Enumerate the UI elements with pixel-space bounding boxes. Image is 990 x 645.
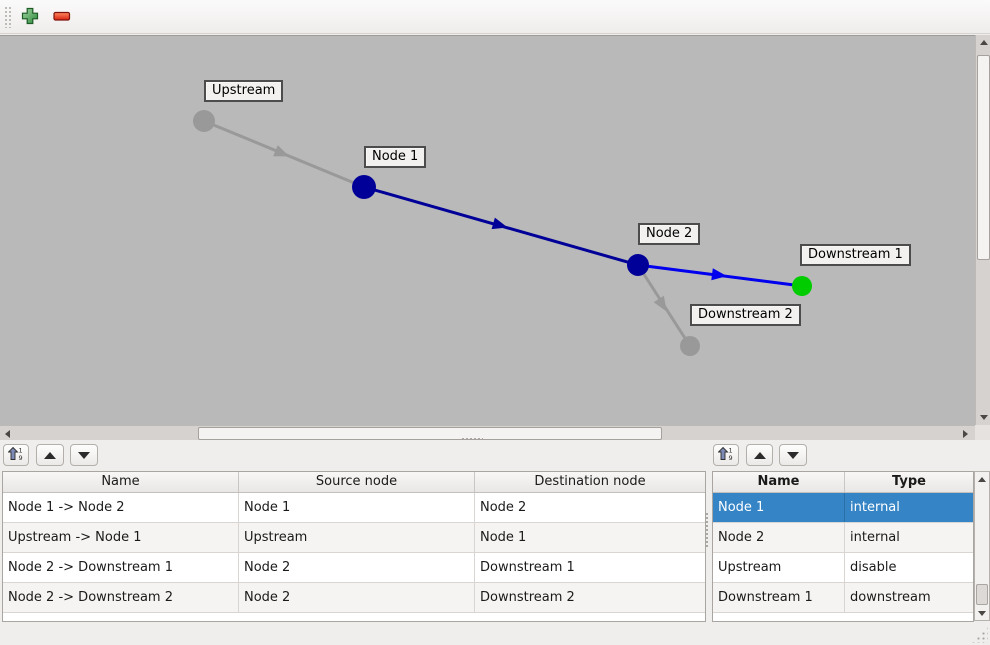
plus-icon [21,7,39,28]
down-arrow-icon [787,451,799,459]
up-arrow-icon [979,40,988,45]
edge-table-row[interactable]: Node 2 -> Downstream 1 Node 2 Downstream… [3,553,705,583]
table-scrollbar-thumb[interactable] [976,584,988,605]
remove-node-button[interactable] [50,6,74,29]
node-label-node1[interactable]: Node 1 [364,146,427,168]
node-table-row[interactable]: Upstream disable [713,553,973,583]
node-name-cell[interactable]: Downstream 1 [713,583,845,612]
svg-text:9: 9 [729,454,733,462]
node-type-cell[interactable]: internal [850,500,900,515]
scroll-up-button[interactable] [976,35,990,50]
scroll-left-button[interactable] [0,426,15,441]
scroll-up-button[interactable] [975,472,989,486]
empty-table-area [713,613,973,621]
add-node-button[interactable] [18,6,42,29]
up-arrow-icon [753,451,766,459]
horizontal-splitter-handle[interactable] [461,437,483,442]
arrowhead-icon [653,295,667,312]
edge-source-cell[interactable]: Node 1 [239,493,475,522]
node-label-node2[interactable]: Node 2 [638,223,701,245]
edge-destination-cell[interactable]: Downstream 1 [480,560,575,575]
empty-table-area [3,613,705,621]
edge-table-header: Name Source node Destination node [3,472,705,493]
vertical-scrollbar-thumb[interactable] [977,55,990,260]
sort-ascending-icon: 1 9 [7,446,24,465]
arrowhead-icon [491,217,508,230]
node-table-row[interactable]: Downstream 1 downstream [713,583,973,613]
node-upstream[interactable] [193,110,215,132]
edge-destination-cell[interactable]: Downstream 2 [480,590,575,605]
node-table-header: Name Type [713,472,973,493]
scroll-right-button[interactable] [958,426,973,441]
node-downstream2[interactable] [680,336,700,356]
node-label-downstream1[interactable]: Downstream 1 [800,244,911,266]
node-list-move-down-button[interactable] [779,444,807,466]
edge-list-sort-button[interactable]: 1 9 [3,444,29,466]
node-label-downstream2[interactable]: Downstream 2 [690,304,801,326]
node-name-cell[interactable]: Upstream [713,553,845,582]
node-name-cell[interactable]: Node 1 [713,493,845,522]
edge-list-move-down-button[interactable] [70,444,98,466]
scroll-down-button[interactable] [976,410,990,425]
minus-icon [53,10,71,25]
edge-table-row[interactable]: Upstream -> Node 1 Upstream Node 1 [3,523,705,553]
down-arrow-icon [78,451,90,459]
graph-canvas[interactable]: Upstream Node 1 Node 2 Downstream 1 Down… [0,35,975,425]
edge-table-row[interactable]: Node 1 -> Node 2 Node 1 Node 2 [3,493,705,523]
scroll-down-button[interactable] [975,606,989,620]
edge-source-cell[interactable]: Node 2 [239,553,475,582]
edge-destination-cell[interactable]: Node 2 [480,500,527,515]
edge-table-row[interactable]: Node 2 -> Downstream 2 Node 2 Downstream… [3,583,705,613]
edge-table: Name Source node Destination node Node 1… [2,471,706,622]
canvas-horizontal-scrollbar[interactable] [0,425,975,440]
edge-destination-cell[interactable]: Node 1 [480,530,527,545]
node-type-cell[interactable]: disable [850,560,897,575]
edge-name-cell[interactable]: Upstream -> Node 1 [3,523,239,552]
scrollbar-corner [975,425,990,440]
edge-name-cell[interactable]: Node 2 -> Downstream 1 [3,553,239,582]
window-resize-grip[interactable] [971,626,988,643]
edge-name-cell[interactable]: Node 1 -> Node 2 [3,493,239,522]
svg-text:1: 1 [729,446,733,454]
main-toolbar [0,0,990,34]
column-header-destination-node[interactable]: Destination node [534,474,646,489]
vertical-splitter-handle[interactable] [705,512,710,548]
arrowhead-icon [273,145,290,157]
node-list-move-up-button[interactable] [746,444,773,466]
node-table-scrollbar[interactable] [974,471,990,621]
up-arrow-icon [978,476,986,482]
svg-text:9: 9 [19,454,23,462]
node-label-upstream[interactable]: Upstream [204,80,284,102]
node-type-cell[interactable]: internal [850,530,900,545]
column-header-type[interactable]: Type [892,474,926,489]
node-node2[interactable] [627,254,649,276]
up-arrow-icon [44,451,56,459]
node-node1[interactable] [352,175,376,199]
sort-ascending-icon: 1 9 [717,446,734,465]
down-arrow-icon [978,610,986,616]
node-table-row-selected[interactable]: Node 1 internal [713,493,973,523]
down-arrow-icon [979,415,988,420]
column-header-name[interactable]: Name [713,472,845,492]
edge-list-move-up-button[interactable] [36,444,64,466]
node-table: Name Type Node 1 internal Node 2 interna… [712,471,974,622]
edge-source-cell[interactable]: Upstream [239,523,475,552]
toolbar-drag-handle[interactable] [4,6,12,28]
canvas-vertical-scrollbar[interactable] [975,35,990,425]
horizontal-scrollbar-thumb[interactable] [198,427,662,440]
right-arrow-icon [963,429,968,438]
edge-name-cell[interactable]: Node 2 -> Downstream 2 [3,583,239,612]
column-header-source-node[interactable]: Source node [239,472,475,492]
node-type-cell[interactable]: downstream [850,590,931,605]
arrowhead-icon [711,268,727,281]
column-header-name[interactable]: Name [3,472,239,492]
edge-source-cell[interactable]: Node 2 [239,583,475,612]
svg-text:1: 1 [19,446,23,454]
node-name-cell[interactable]: Node 2 [713,523,845,552]
node-downstream1[interactable] [792,276,812,296]
node-table-row[interactable]: Node 2 internal [713,523,973,553]
node-list-sort-button[interactable]: 1 9 [713,444,739,466]
left-arrow-icon [5,429,10,438]
